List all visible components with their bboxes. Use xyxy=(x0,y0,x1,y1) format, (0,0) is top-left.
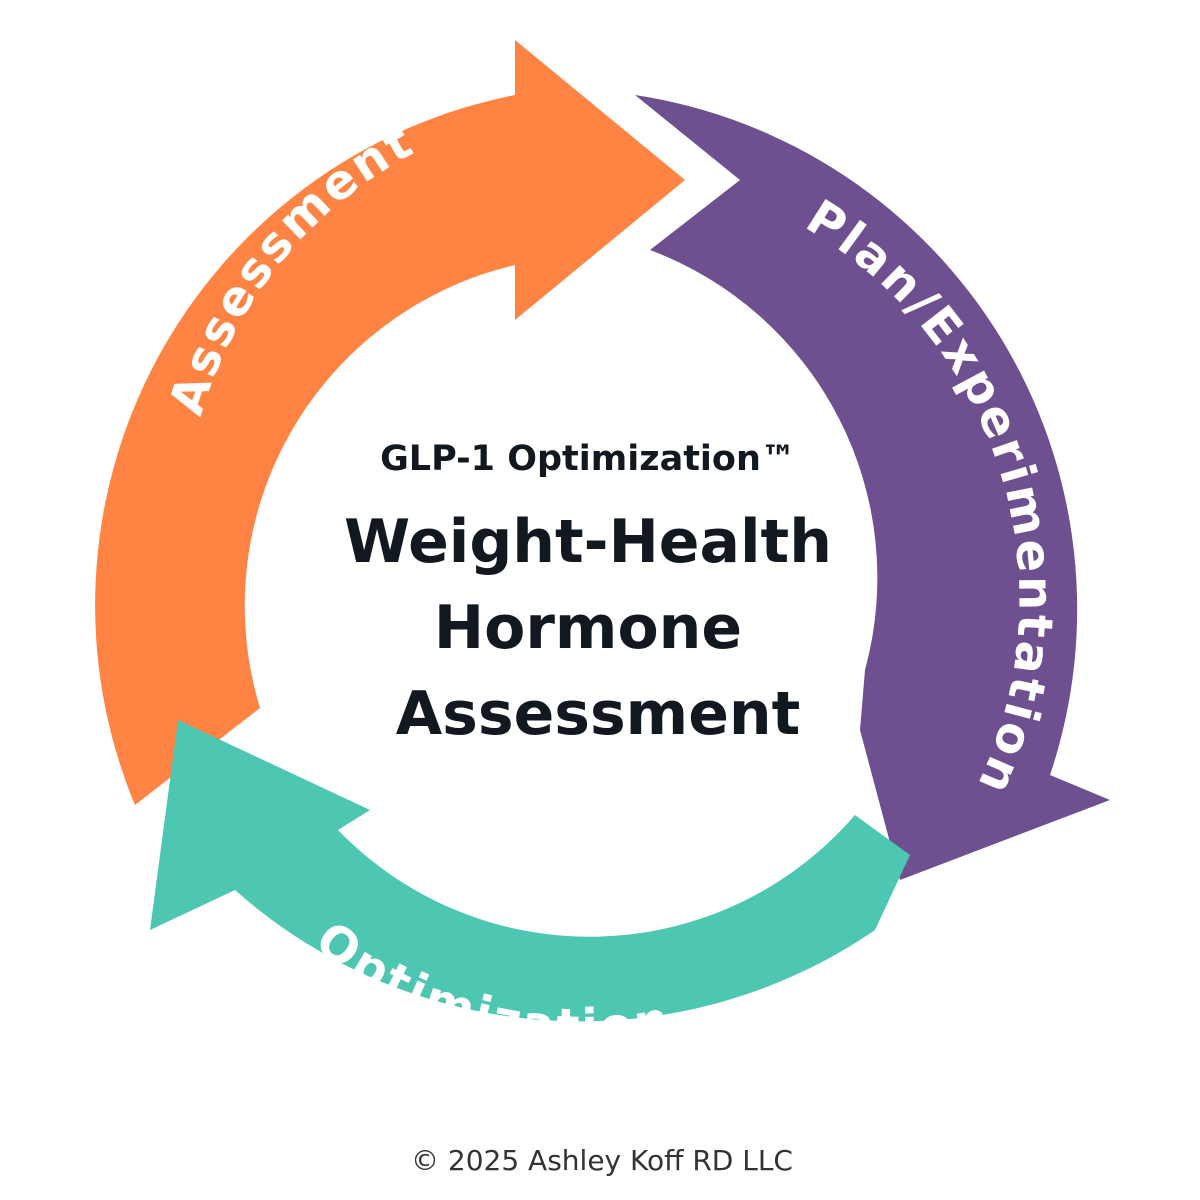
center-title-line-1: Weight-Health xyxy=(344,507,832,577)
assessment-arrow xyxy=(95,40,686,805)
center-title-line-3: Assessment xyxy=(396,679,801,749)
plan-experimentation-arrow xyxy=(635,95,1110,880)
center-title-line-2: Hormone xyxy=(434,593,742,663)
optimization-arrow xyxy=(150,720,910,1022)
center-subtitle: GLP-1 Optimization™ xyxy=(380,439,796,479)
copyright-footer: © 2025 Ashley Koff RD LLC xyxy=(411,1144,793,1177)
